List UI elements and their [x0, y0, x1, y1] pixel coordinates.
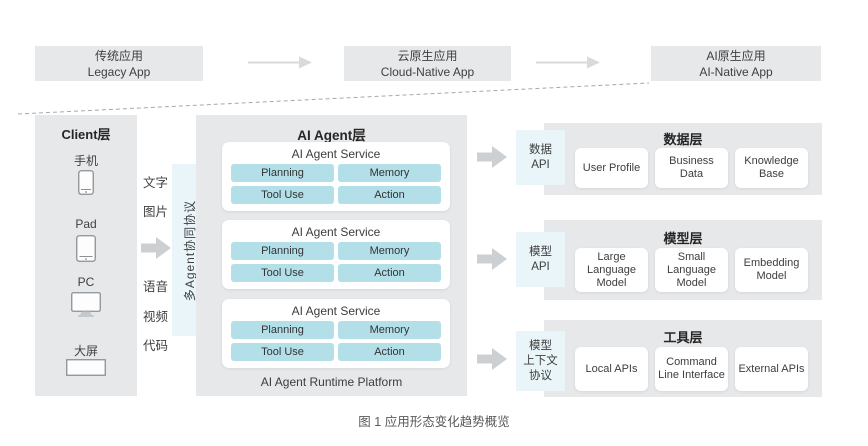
modality-text: 文字: [142, 176, 168, 190]
tablet-icon: [76, 235, 96, 262]
client-layer-title: Client层: [61, 127, 111, 142]
stage-ai-native-app: AI原生应用 AI-Native App: [651, 46, 821, 81]
stage-cloud-native-app: 云原生应用 Cloud-Native App: [344, 46, 511, 81]
tool-item-local-apis: Local APIs: [575, 347, 648, 391]
device-label-bigscreen: 大屏: [73, 344, 98, 358]
model-item-llm: Large Language Model: [575, 248, 648, 292]
agent-service-card: AI Agent Service Planning Memory Tool Us…: [222, 220, 450, 289]
data-api-line1: 数据: [529, 143, 552, 156]
agent-to-data-arrow-icon: [477, 146, 507, 168]
stage-ai-zh: AI原生应用: [706, 48, 766, 63]
stage-ai-en: AI-Native App: [699, 64, 773, 79]
stage-cloud-en: Cloud-Native App: [380, 64, 475, 79]
tool-item-external-apis: External APIs: [735, 347, 808, 391]
capability-memory: Memory: [338, 164, 441, 182]
capability-tool-use: Tool Use: [231, 343, 334, 361]
agent-service-title: AI Agent Service: [291, 225, 381, 239]
client-to-agent-arrow-icon: [141, 237, 171, 259]
device-label-phone: 手机: [73, 154, 98, 168]
data-api-line2: API: [531, 158, 550, 171]
stage-legacy-zh: 传统应用: [94, 48, 143, 63]
model-context-protocol-box: 模型 上下文 协议: [516, 331, 565, 391]
stage-cloud-zh: 云原生应用: [397, 48, 458, 63]
capability-action: Action: [338, 264, 441, 282]
capability-tool-use: Tool Use: [231, 264, 334, 282]
phone-icon: [78, 170, 94, 195]
ai-agent-layer-panel: AI Agent层 AI Agent Service Planning Memo…: [196, 115, 467, 396]
data-api-box: 数据 API: [516, 130, 565, 185]
modality-video: 视频: [142, 310, 168, 324]
capability-planning: Planning: [231, 242, 334, 260]
agent-to-model-arrow-icon: [477, 248, 507, 270]
model-item-embedding: Embedding Model: [735, 248, 808, 292]
agent-to-tool-arrow-icon: [477, 348, 507, 370]
agent-service-title: AI Agent Service: [291, 304, 381, 318]
model-api-line2: API: [531, 260, 550, 273]
capability-action: Action: [338, 186, 441, 204]
capability-memory: Memory: [338, 242, 441, 260]
monitor-icon: [71, 292, 101, 317]
mcp-line2: 上下文: [523, 354, 558, 367]
stage-legacy-app: 传统应用 Legacy App: [35, 46, 203, 81]
figure-caption: 图 1 应用形态变化趋势概览: [358, 415, 510, 429]
agent-service-card: AI Agent Service Planning Memory Tool Us…: [222, 299, 450, 368]
capability-planning: Planning: [231, 321, 334, 339]
modality-image: 图片: [142, 205, 168, 219]
data-item-user-profile: User Profile: [575, 148, 648, 188]
agent-runtime-platform-label: AI Agent Runtime Platform: [260, 375, 403, 389]
capability-action: Action: [338, 343, 441, 361]
capability-tool-use: Tool Use: [231, 186, 334, 204]
flow-arrow-icon: [536, 56, 600, 69]
client-layer-panel: Client层 手机 Pad PC 大屏: [35, 115, 137, 396]
modality-voice: 语音: [142, 280, 168, 294]
model-layer-panel: 模型层 Large Language Model Small Language …: [544, 220, 822, 300]
agent-service-title: AI Agent Service: [291, 147, 381, 161]
data-item-knowledge-base: Knowledge Base: [735, 148, 808, 188]
tool-layer-panel: 工具层 Local APIs Command Line Interface Ex…: [544, 320, 822, 397]
mcp-line1: 模型: [529, 339, 552, 352]
agent-service-card: AI Agent Service Planning Memory Tool Us…: [222, 142, 450, 211]
device-label-pad: Pad: [75, 217, 97, 231]
model-layer-title: 模型层: [663, 231, 703, 246]
modality-code: 代码: [142, 339, 168, 353]
flow-arrow-icon: [248, 56, 312, 69]
data-layer-panel: 数据层 User Profile Business Data Knowledge…: [544, 123, 822, 195]
model-item-slm: Small Language Model: [655, 248, 728, 292]
stage-legacy-en: Legacy App: [87, 64, 151, 79]
capability-memory: Memory: [338, 321, 441, 339]
device-label-pc: PC: [77, 275, 95, 289]
ai-agent-layer-title: AI Agent层: [297, 128, 366, 143]
capability-planning: Planning: [231, 164, 334, 182]
model-api-line1: 模型: [529, 245, 552, 258]
data-layer-title: 数据层: [663, 132, 703, 147]
mcp-line3: 协议: [529, 369, 552, 382]
model-api-box: 模型 API: [516, 232, 565, 287]
bigscreen-icon: [66, 359, 106, 376]
data-item-business-data: Business Data: [655, 148, 728, 188]
tool-layer-title: 工具层: [663, 330, 703, 345]
tool-item-cli: Command Line Interface: [655, 347, 728, 391]
